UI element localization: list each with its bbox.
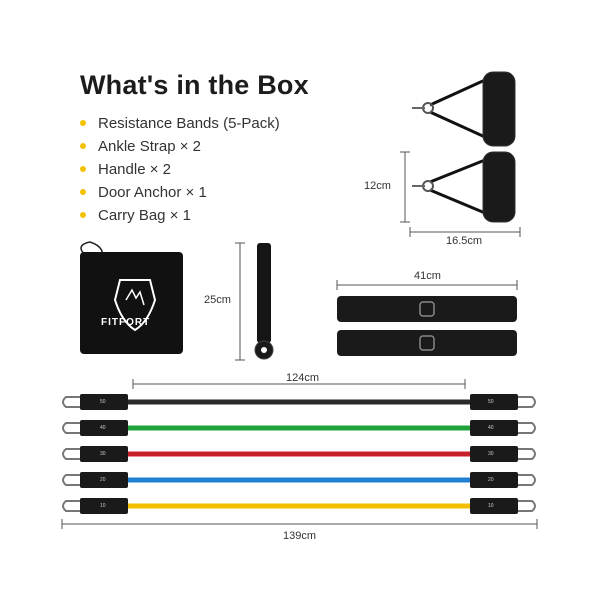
band-50: [62, 394, 536, 410]
contents-list: Resistance Bands (5-Pack) Ankle Strap × …: [80, 112, 280, 227]
ankle-strap-length-label: 41cm: [414, 270, 441, 282]
band-end-cap: [80, 498, 128, 514]
band-20: [62, 472, 536, 488]
band-end-cap: [470, 394, 518, 410]
band-end-cap: [470, 420, 518, 436]
band-level-label: 40: [488, 425, 494, 431]
band-tube: [128, 399, 470, 405]
band-level-label: 20: [100, 477, 106, 483]
band-end-cap: [470, 498, 518, 514]
band-level-label: 50: [100, 399, 106, 405]
list-item-label: Ankle Strap × 2: [98, 138, 201, 155]
bullet-icon: [80, 166, 86, 172]
list-item-label: Handle × 2: [98, 161, 171, 178]
ankle-strap-icon: [337, 296, 517, 356]
band-end-cap: [470, 446, 518, 462]
list-item: Ankle Strap × 2: [80, 135, 280, 158]
band-end-cap: [80, 394, 128, 410]
list-item-label: Carry Bag × 1: [98, 207, 191, 224]
handle-top-icon: [412, 71, 516, 147]
resistance-bands: [62, 394, 536, 514]
band-tube: [128, 477, 470, 483]
band-level-label: 40: [100, 425, 106, 431]
carry-bag-icon: [80, 241, 183, 354]
bullet-icon: [80, 120, 86, 126]
band-level-label: 10: [488, 503, 494, 509]
band-40: [62, 420, 536, 436]
band-30: [62, 446, 536, 462]
band-level-label: 50: [488, 399, 494, 405]
band-level-label: 10: [100, 503, 106, 509]
handle-width-label: 16.5cm: [446, 235, 483, 247]
list-item: Door Anchor × 1: [80, 181, 280, 204]
list-item: Carry Bag × 1: [80, 204, 280, 227]
list-item: Handle × 2: [80, 158, 280, 181]
band-tube-length-label: 124cm: [286, 372, 320, 384]
band-total-length-label: 139cm: [283, 530, 317, 542]
bullet-icon: [80, 189, 86, 195]
brand-logo: FITFORT: [101, 317, 151, 328]
band-level-label: 20: [488, 477, 494, 483]
band-tube: [128, 425, 470, 431]
band-level-label: 30: [488, 451, 494, 457]
page-title: What's in the Box: [80, 70, 309, 100]
band-end-cap: [470, 472, 518, 488]
door-anchor-icon: [254, 243, 274, 360]
list-item-label: Door Anchor × 1: [98, 184, 207, 201]
band-tube: [128, 451, 470, 457]
bullet-icon: [80, 143, 86, 149]
list-item-label: Resistance Bands (5-Pack): [98, 115, 280, 132]
bullet-icon: [80, 212, 86, 218]
door-anchor-length-label: 25cm: [204, 294, 231, 306]
band-end-cap: [80, 446, 128, 462]
handle-bottom-icon: [412, 151, 516, 223]
handle-height-label: 12cm: [364, 180, 391, 192]
band-10: [62, 498, 536, 514]
band-end-cap: [80, 420, 128, 436]
band-end-cap: [80, 472, 128, 488]
list-item: Resistance Bands (5-Pack): [80, 112, 280, 135]
band-tube: [128, 503, 470, 509]
band-level-label: 30: [100, 451, 106, 457]
